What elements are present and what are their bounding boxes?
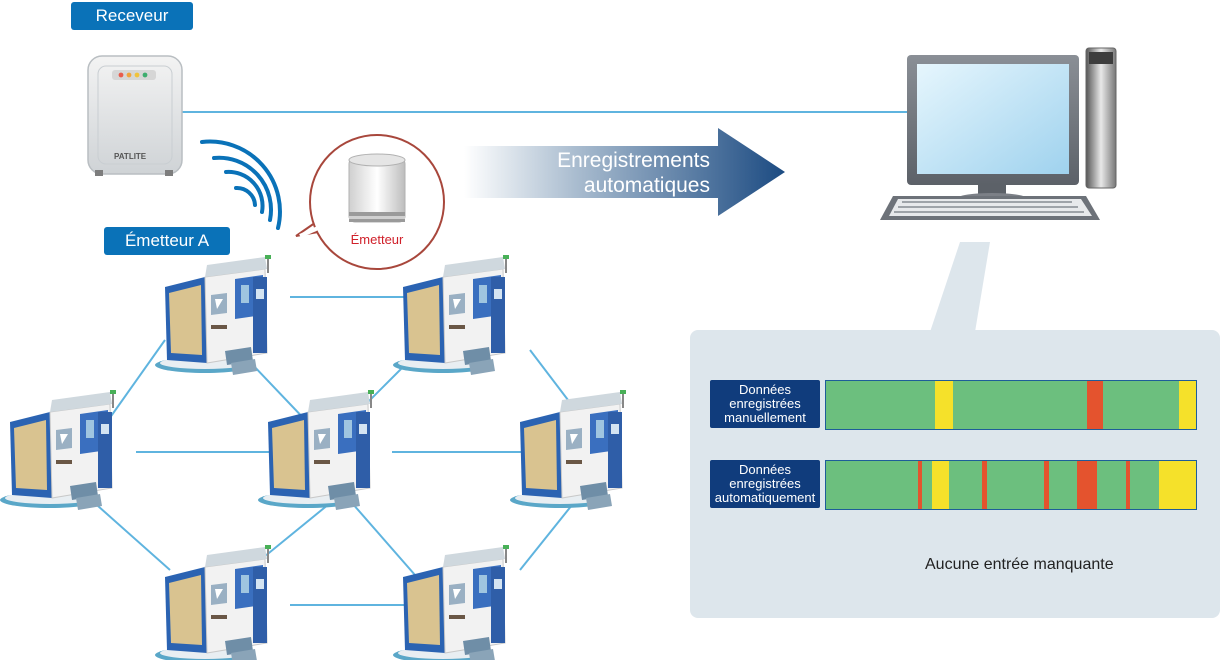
receiver-logo: PATLITE bbox=[114, 152, 147, 161]
auto-records-arrow bbox=[464, 128, 785, 216]
computer-icon bbox=[880, 47, 1117, 220]
auto-records-line2: automatiques bbox=[583, 174, 710, 197]
receiver-device bbox=[87, 55, 183, 176]
transmitter-bubble-label: Émetteur bbox=[350, 232, 404, 247]
label-line: manuellement bbox=[724, 410, 806, 425]
transmitter-callout bbox=[295, 134, 445, 270]
auto-data-label: Données enregistrées automatiquement bbox=[710, 460, 820, 508]
machine bbox=[258, 390, 375, 510]
machine bbox=[393, 545, 510, 660]
machine bbox=[393, 255, 510, 375]
machine-a bbox=[155, 255, 272, 375]
auto-records-line1: Enregistrements bbox=[557, 149, 710, 172]
bar-segment bbox=[982, 461, 987, 509]
auto-data-bar bbox=[825, 460, 1197, 510]
bar-segment bbox=[1086, 381, 1103, 429]
auto-records-label: Enregistrements automatiques bbox=[460, 148, 710, 198]
manual-data-label: Données enregistrées manuellement bbox=[710, 380, 820, 428]
bar-segment bbox=[1159, 461, 1196, 509]
machine bbox=[155, 545, 272, 660]
no-missing-note: Aucune entrée manquante bbox=[925, 556, 1114, 573]
bar-segment bbox=[1125, 461, 1131, 509]
manual-data-bar bbox=[825, 380, 1197, 430]
label-line: automatiquement bbox=[714, 490, 816, 505]
label-line: enregistrées bbox=[729, 476, 801, 491]
machine bbox=[0, 390, 117, 510]
bar-segment bbox=[934, 381, 953, 429]
machine bbox=[510, 390, 627, 510]
label-line: enregistrées bbox=[729, 396, 801, 411]
bar-segment bbox=[917, 461, 923, 509]
label-line: Données bbox=[738, 462, 792, 477]
bar-segment bbox=[931, 461, 950, 509]
bar-segment bbox=[1076, 461, 1097, 509]
receiver-tag: Receveur bbox=[71, 2, 193, 30]
bar-segment bbox=[1044, 461, 1049, 509]
bar-segment bbox=[1178, 381, 1196, 429]
wireless-signal-icon bbox=[200, 139, 282, 230]
panel-pointer bbox=[930, 242, 990, 332]
label-line: Données bbox=[738, 382, 792, 397]
transmitter-a-tag: Émetteur A bbox=[104, 227, 230, 255]
